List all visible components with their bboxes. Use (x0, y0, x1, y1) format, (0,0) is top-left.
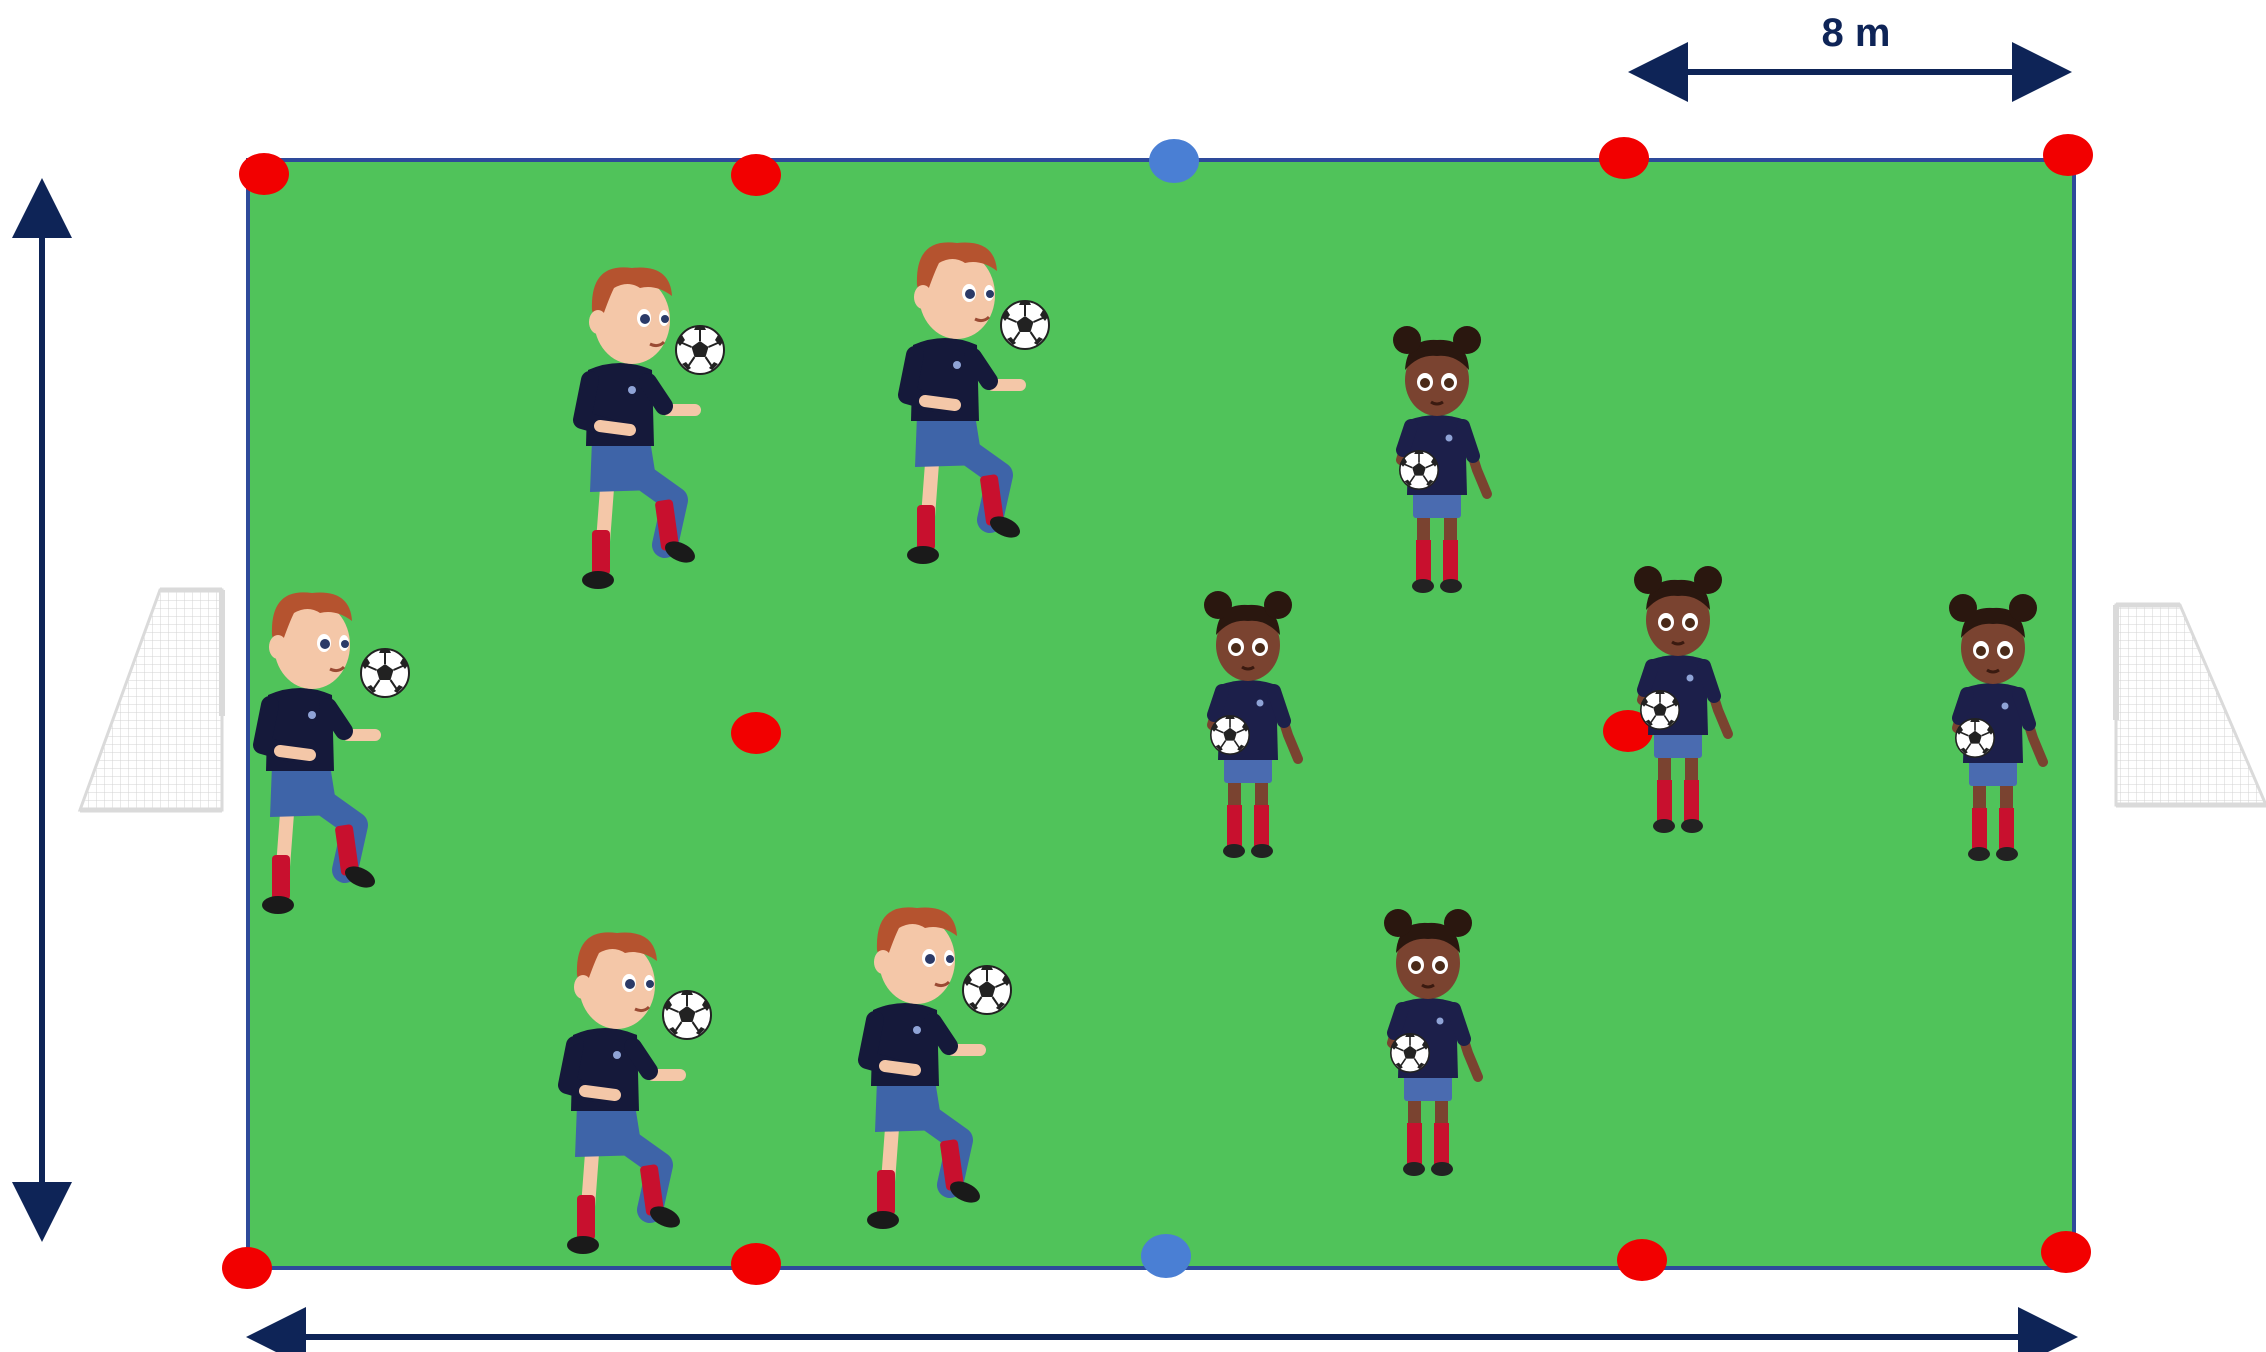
soccer-ball (663, 991, 711, 1039)
blue-cone (1141, 1234, 1191, 1278)
red-cone (731, 154, 781, 196)
red-cone (1599, 137, 1649, 179)
red-cone (239, 153, 289, 195)
soccer-ball (676, 326, 724, 374)
red-cone (1617, 1239, 1667, 1281)
soccer-ball (1956, 719, 1994, 757)
soccer-goal-right (2116, 605, 2266, 805)
red-cone (2041, 1231, 2091, 1273)
red-cone (731, 1243, 781, 1285)
segment-label-8m: 8 m (1822, 11, 1891, 55)
soccer-goal-left (80, 590, 222, 810)
soccer-ball (1211, 716, 1249, 754)
soccer-ball (1400, 451, 1438, 489)
soccer-ball (1001, 301, 1049, 349)
soccer-ball (1391, 1034, 1429, 1072)
soccer-ball (963, 966, 1011, 1014)
red-cone (2043, 134, 2093, 176)
pitch (248, 160, 2074, 1268)
red-cone (222, 1247, 272, 1289)
red-cone (731, 712, 781, 754)
soccer-ball (1641, 691, 1679, 729)
blue-cone (1149, 139, 1199, 183)
soccer-ball (361, 649, 409, 697)
